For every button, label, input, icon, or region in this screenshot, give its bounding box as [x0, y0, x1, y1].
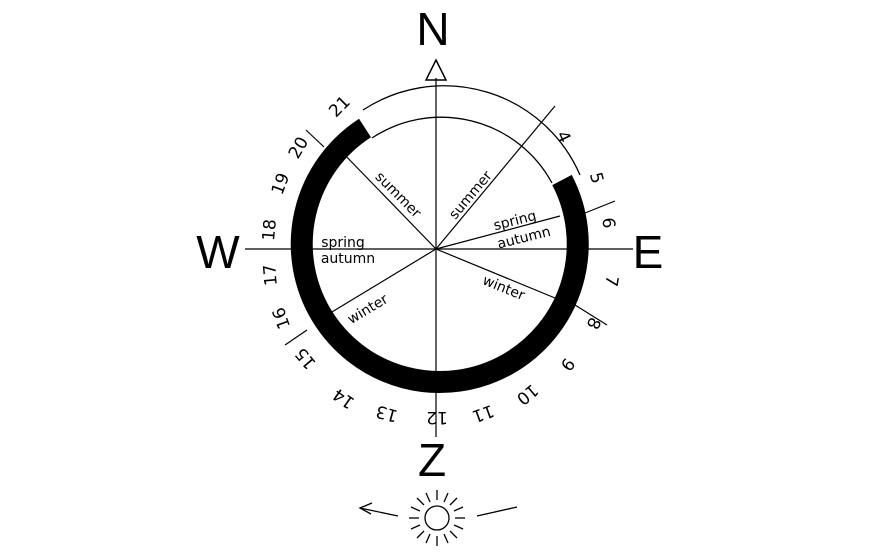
west-label: W: [196, 226, 240, 278]
hour-label-18: 18: [259, 218, 281, 241]
hour-label-15: 15: [291, 343, 320, 372]
winter-sunset-line: [321, 248, 437, 319]
hour-label-19: 19: [268, 170, 294, 197]
hour-label-8: 8: [582, 314, 605, 332]
sun-icon: [409, 490, 465, 546]
hour-label-6: 6: [598, 217, 619, 230]
hour-label-12: 12: [426, 407, 448, 427]
hour-label-7: 7: [600, 274, 622, 288]
hour-label-4: 4: [552, 128, 575, 146]
summer-sunrise-line: [435, 105, 556, 250]
hour-label-10: 10: [512, 379, 541, 408]
spring-label-left: spring: [321, 235, 365, 251]
equinox-sunrise-line: [435, 215, 561, 250]
daylight-ring: [290, 118, 589, 393]
hour-label-13: 13: [374, 401, 400, 426]
south-label: Z: [418, 434, 446, 486]
north-label: N: [416, 3, 449, 55]
hour-label-20: 20: [285, 134, 313, 163]
summer-sunset-line: [339, 149, 437, 250]
east-label: E: [633, 226, 664, 278]
sun-motion-arrow: [358, 502, 518, 517]
summer-label-left: summer: [372, 169, 424, 221]
hour-label-11: 11: [469, 400, 496, 426]
hour-label-9: 9: [556, 354, 579, 374]
summer-label-right: summer: [446, 168, 496, 223]
hour-label-21: 21: [325, 92, 354, 121]
winter-label-left: winter: [345, 291, 391, 328]
hour-label-14: 14: [329, 384, 358, 413]
compass-axes: [245, 78, 633, 437]
hour-label-5: 5: [585, 170, 607, 186]
hour-label-16: 16: [269, 304, 295, 331]
north-arrow-icon: [424, 58, 448, 81]
autumn-label-left: autumn: [321, 251, 375, 267]
hour-label-17: 17: [260, 263, 282, 286]
summer-arc: [362, 85, 581, 184]
winter-sunrise-line: [435, 248, 556, 299]
